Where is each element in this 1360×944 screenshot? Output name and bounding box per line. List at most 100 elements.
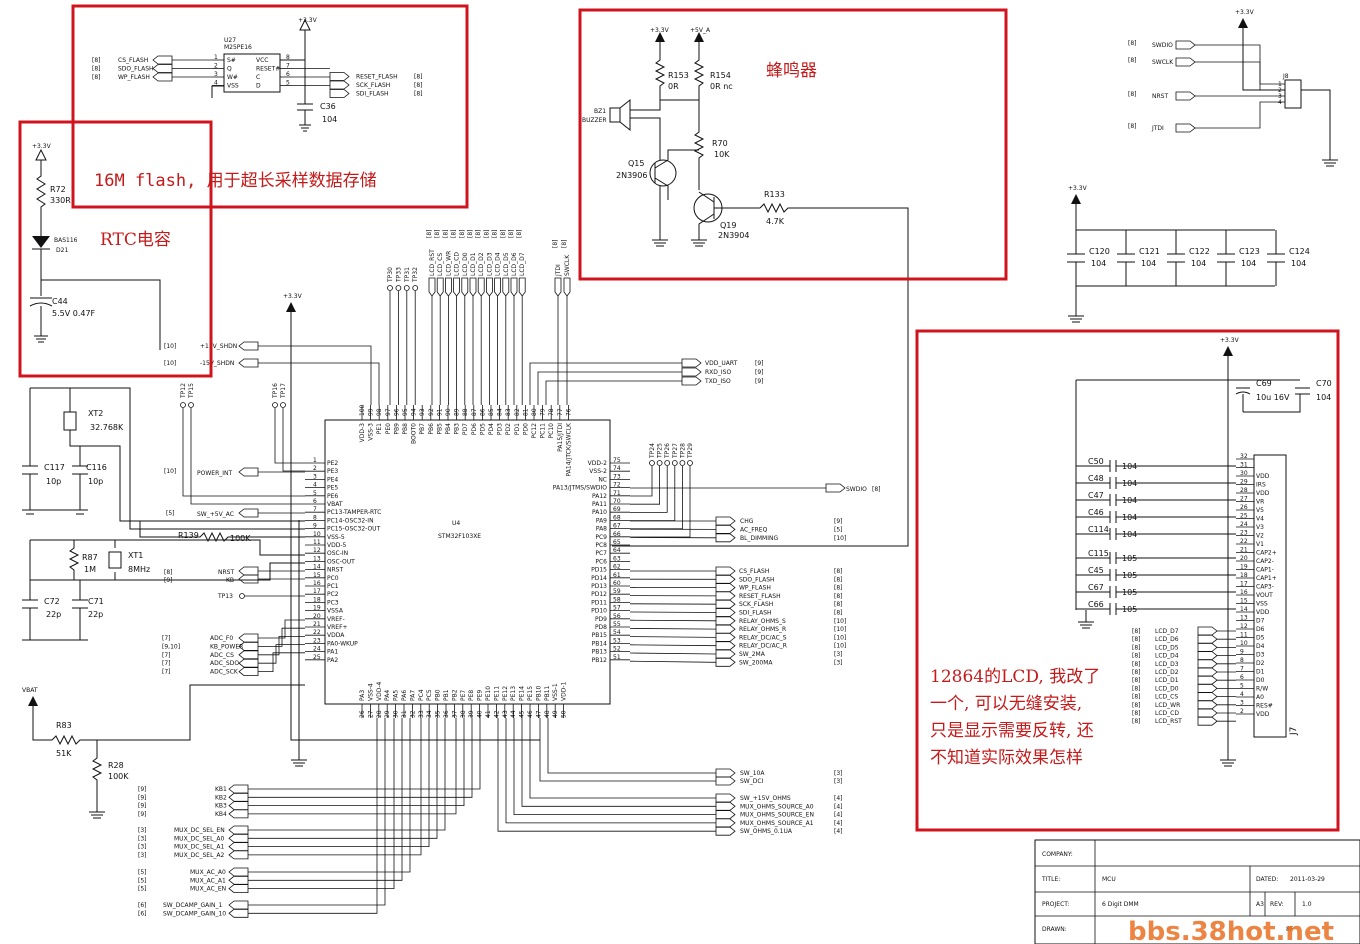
swd-ref: J8 [1282, 73, 1289, 80]
lcd-cap-val: 104 [1122, 496, 1137, 505]
title-block-grid [1035, 840, 1360, 944]
lcd-cap-ref: C46 [1088, 508, 1104, 517]
lcd-net-port [1197, 684, 1218, 693]
left-adc-wire [258, 619, 305, 639]
left-shdn-wire [258, 362, 380, 405]
right-pd-port [715, 566, 736, 576]
flash-chip-part: M25PE16 [224, 44, 252, 51]
mcu-pin-name: OSC-OUT [327, 558, 355, 565]
left-adc-net: KB_POWER [210, 643, 243, 650]
lcd-pin-number: 11 [1240, 632, 1248, 639]
mcu-pin-number: 27 [367, 710, 374, 718]
flash-chip-body [223, 53, 281, 93]
right-pd-net: RELAY_OHMS_R [739, 626, 786, 633]
left-xt1-ref: XT1 [128, 551, 143, 560]
flash-pin-number: 3 [214, 71, 218, 78]
mcu-pin-name: PB11 [544, 685, 551, 701]
mcu-pin-number: 2 [313, 465, 317, 472]
buzzer-r133-ref: R133 [764, 190, 785, 199]
flash-vcc-arrow [299, 18, 311, 31]
left-tp-label: TP17 [280, 383, 287, 399]
flash-pin-number: 8 [286, 54, 290, 61]
flash-net-name: WP_FLASH [118, 74, 150, 81]
top-bus-port [502, 277, 510, 297]
top-tp-circle [412, 285, 419, 291]
right-pd-sheet: [8] [834, 568, 843, 575]
mcu-pin-name: PC5 [426, 689, 433, 701]
right-tp-label: TP27 [672, 443, 679, 459]
bottom-kb-net: KB3 [215, 803, 227, 810]
right-misc-sheet: [10] [834, 535, 846, 542]
flash-annotation: 16M flash, 用于超长采样数据存储 [94, 171, 377, 191]
lcd-net-sheet: [8] [1132, 628, 1141, 635]
lcd-cap-ref: C47 [1088, 491, 1104, 500]
left-xt1-body [108, 551, 122, 569]
buzzer-annotation: 蜂鸣器 [766, 61, 817, 81]
mcu-pin-number: 94 [411, 408, 418, 416]
lcd-pin-name: VDD [1256, 609, 1270, 616]
mcu-pin-number: 39 [468, 710, 475, 718]
left-tp-label: TP15 [188, 383, 195, 399]
title-project-label: PROJECT: [1042, 901, 1069, 908]
title-size-value: A3 [1256, 901, 1264, 908]
lcd-pin-number: 3 [1240, 700, 1244, 707]
lcd-cap [1076, 586, 1236, 598]
lcd-pin-number: 27 [1240, 496, 1248, 503]
mcu-pin-number: 28 [376, 710, 383, 718]
right-uart-wire [537, 371, 682, 405]
lcd-net-sheet: [8] [1132, 636, 1141, 643]
bottom-muxdc-port [228, 825, 249, 835]
mcu-pin-number: 62 [613, 564, 621, 571]
mcu-pin-number: 49 [552, 710, 559, 718]
lcd-pin-number: 24 [1240, 521, 1248, 528]
left-adc-port [238, 650, 259, 660]
bottom-muxdc-sheet: [3] [138, 827, 147, 834]
mcu-pin-number: 60 [613, 580, 621, 587]
rtc-annotation: RTC电容 [100, 230, 171, 250]
bottom-swa-wire [547, 718, 716, 774]
buzzer-r153-val: 0R [668, 82, 679, 91]
mcu-pin-number: 81 [522, 408, 529, 416]
right-pd-net: SW_200MA [739, 659, 773, 666]
left-shdn-net: +15V_SHDN [200, 343, 237, 350]
rtc-highlight-box [18, 120, 213, 378]
lcd-net-port [1197, 634, 1218, 644]
mcu-pin-number: 75 [613, 457, 621, 464]
mcu-pin-number: 3 [313, 473, 317, 480]
buzzer-r70-val: 10K [714, 150, 730, 159]
decoupling-cap [1117, 230, 1135, 286]
right-misc-net: CHG [740, 518, 754, 525]
right-pd-net: SCK_FLASH [739, 601, 773, 608]
mcu-pin-name: PC11 [540, 423, 547, 439]
mcu-pin-number: 44 [510, 710, 517, 718]
decoupling-cap-val: 104 [1191, 259, 1206, 268]
mcu-pin-number: 4 [313, 482, 317, 489]
right-pd-net: WP_FLASH [739, 585, 771, 592]
top-jtag-net: JTDI [555, 264, 562, 277]
mcu-bottom-pins: 26PA327VSS-428VDD-429PA430PA531PA632PA73… [359, 681, 568, 718]
flash-pin-number: 4 [214, 80, 218, 87]
left-xt1-wires [30, 539, 305, 581]
top-bus-net: LCD_D4 [495, 252, 502, 276]
lcd-pin-number: 17 [1240, 581, 1248, 588]
decoupling-cap-ref: C123 [1239, 247, 1260, 256]
right-pd-sheet: [10] [834, 618, 846, 625]
bottom-swa-net: SW_10A [740, 770, 765, 777]
title-dated-value: 2011-03-29 [1290, 876, 1325, 883]
right-misc-net: BL_DIMMING [740, 535, 778, 542]
mcu-pin-name: PA9 [596, 517, 607, 524]
mcu-pin-name: PE9 [477, 690, 484, 701]
left-adc-wire [258, 636, 305, 656]
mcu-pin-number: 92 [428, 408, 435, 416]
bottom-swa-port [715, 768, 736, 778]
right-pd-net: RELAY_DC/AC_S [739, 634, 787, 641]
right-pd-net: RELAY_OHMS_S [739, 618, 786, 625]
mcu-pin-number: 47 [535, 710, 542, 718]
bottom-kb-net: KB1 [215, 786, 227, 793]
mcu-pin-number: 13 [313, 555, 321, 562]
flash-gnd-wire [211, 85, 224, 98]
left-shdn-port [238, 341, 259, 351]
left-c117-ref: C117 [44, 463, 65, 472]
right-pd-net: SDO_FLASH [739, 576, 775, 583]
